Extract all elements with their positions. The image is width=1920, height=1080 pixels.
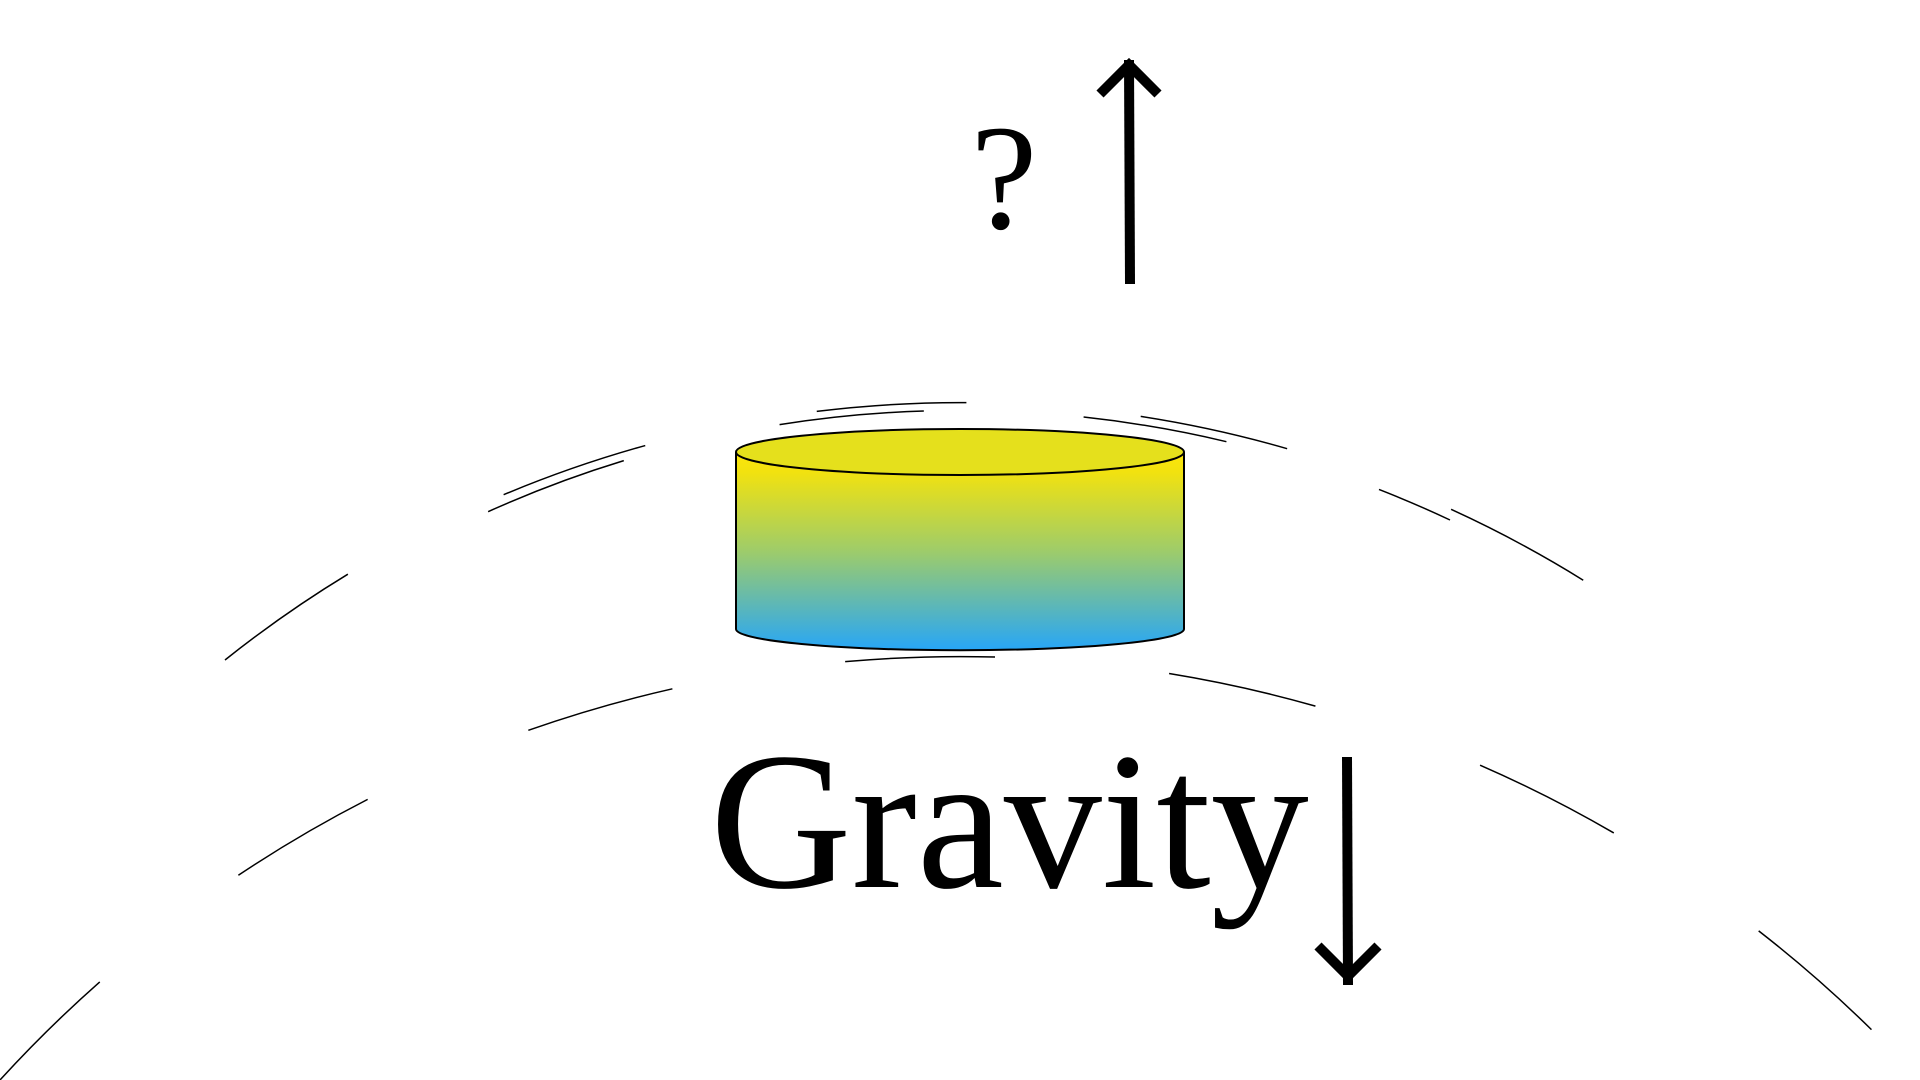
arrow-up-head (1096, 57, 1162, 98)
field-arc-outer (0, 655, 1920, 1080)
down-arrow-group: Gravity (710, 713, 1382, 986)
arrow-down-head (1314, 942, 1382, 984)
cylinder-object (735, 428, 1185, 652)
question-label: ? (971, 95, 1038, 261)
cylinder-body (735, 451, 1185, 652)
gravity-label: Gravity (710, 713, 1309, 930)
field-arc-inner (469, 409, 1451, 521)
arrow-down-icon (1342, 756, 1353, 986)
field-lines (0, 401, 1920, 1080)
arrow-up-icon (1124, 59, 1135, 285)
up-arrow-group: ? (971, 57, 1162, 285)
cylinder-top (735, 428, 1185, 476)
field-arc-middle (224, 401, 1691, 661)
